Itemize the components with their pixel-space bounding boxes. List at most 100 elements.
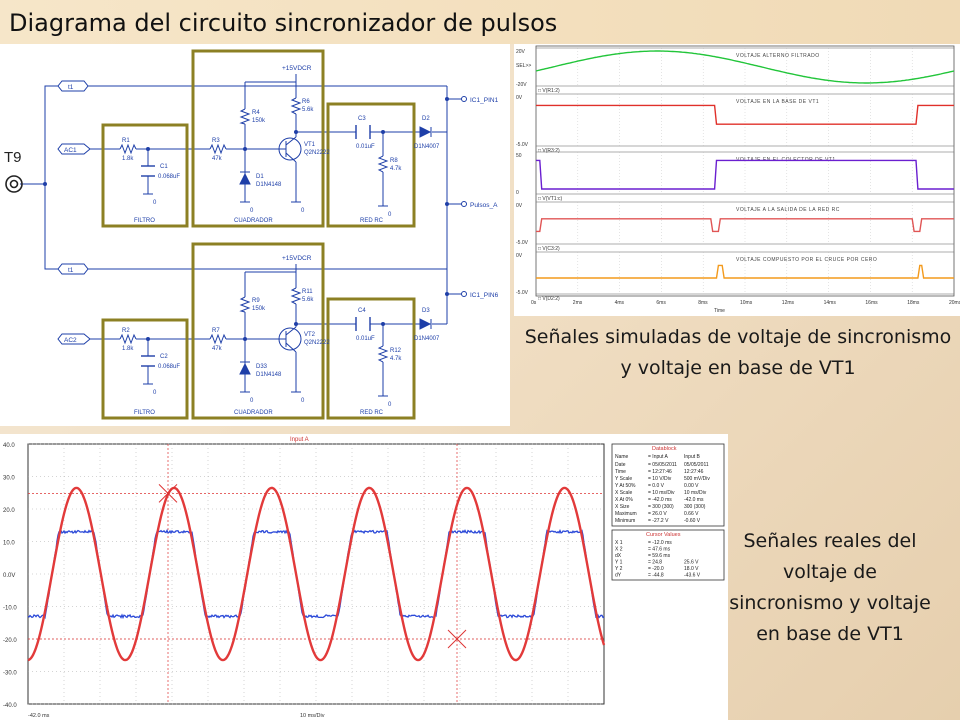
sim-trace-name-5: VOLTAJE COMPUESTO POR EL CRUCE POR CERO	[736, 257, 877, 263]
net-label-ac2: AC2	[64, 337, 77, 344]
sim-xtick: 0s	[531, 300, 537, 306]
svg-text:R7: R7	[212, 328, 220, 334]
scope-ytick: -10.0	[3, 606, 17, 612]
page-title: Diagrama del circuito sincronizador de p…	[9, 9, 557, 37]
datablock-cell: 12:27:46	[684, 469, 704, 475]
simulation-svg: 20V-20VSEL>>□ V(R1:2)VOLTAJE ALTERNO FIL…	[514, 44, 960, 316]
scope-ytick: 30.0	[3, 476, 15, 482]
svg-text:C3: C3	[358, 116, 366, 122]
svg-text:0: 0	[250, 398, 254, 404]
svg-text:0.01uF: 0.01uF	[356, 336, 375, 342]
output-ic1-pin6: IC1_PIN6	[470, 292, 499, 299]
svg-text:0: 0	[153, 390, 157, 396]
sim-probe-5: □ V(D2:2)	[538, 296, 560, 302]
net-label-t1-bot: t1	[68, 267, 74, 274]
svg-text:C1: C1	[160, 164, 168, 170]
block-label-cuadrador-1: CUADRADOR	[234, 218, 273, 224]
cursor-block-cell: = -44.8	[648, 573, 664, 579]
diode-d33	[240, 364, 250, 374]
datablock-col: = Input A	[648, 454, 669, 460]
sim-xtick: 12ms	[782, 300, 795, 306]
cursor-block-cell: = -20.0	[648, 566, 664, 572]
svg-text:D1: D1	[256, 174, 264, 180]
datablock-cell: X Size	[615, 504, 630, 510]
datablock-cell: 05/05/2011	[684, 462, 709, 468]
resistor-r11	[292, 288, 300, 304]
caption-real: Señales reales del voltaje de sincronism…	[728, 526, 932, 650]
sim-ylabel: SEL>>	[516, 63, 531, 69]
svg-text:5.6k: 5.6k	[302, 297, 314, 303]
net-label-ac1: AC1	[64, 147, 77, 154]
svg-text:D1N4148: D1N4148	[256, 182, 282, 188]
datablock-cell: Y Scale	[615, 476, 632, 482]
supply-top-label: +15VDCR	[282, 65, 312, 72]
sim-trace-name-1: VOLTAJE ALTERNO FILTRADO	[736, 53, 820, 59]
circuit-schematic: T9 t1 AC1 t1 AC2 +15VDCR +15VDCR IC1_PIN…	[0, 44, 510, 426]
cursor-block-cell: X 2	[615, 547, 623, 553]
sim-xtick: 18ms	[907, 300, 920, 306]
schematic-svg: T9 t1 AC1 t1 AC2 +15VDCR +15VDCR IC1_PIN…	[0, 44, 510, 426]
scope-ytick: -40.0	[3, 703, 17, 709]
datablock-cell: Maximum	[615, 511, 637, 517]
sim-trace-name-2: VOLTAJE EN LA BASE DE VT1	[736, 99, 819, 105]
svg-text:R9: R9	[252, 298, 260, 304]
svg-text:C2: C2	[160, 354, 168, 360]
svg-text:0: 0	[301, 208, 305, 214]
net-label-texts: t1 AC1 t1 AC2 +15VDCR +15VDCR IC1_PIN1 P…	[64, 65, 499, 344]
sim-trace-name-4: VOLTAJE A LA SALIDA DE LA RED RC	[736, 207, 840, 213]
datablock-cell: = 10 V/Div	[648, 476, 672, 482]
cursor-block-cell: = 47.6 ms	[648, 547, 671, 553]
cursor-block-cell: 18.0 V	[684, 566, 699, 572]
cursor-block-cell: = 59.6 ms	[648, 553, 671, 559]
diode-d1	[240, 174, 250, 184]
svg-text:R11: R11	[302, 289, 313, 295]
datablock-cell: 0.00 V	[684, 483, 699, 489]
scope-ytick: 10.0	[3, 541, 15, 547]
svg-text:D1N4007: D1N4007	[414, 336, 440, 342]
datablock-cell: 300 (300)	[684, 504, 706, 510]
svg-text:0: 0	[388, 402, 392, 408]
resistor-r6	[292, 98, 300, 114]
sim-xtick: 6ms	[656, 300, 666, 306]
cursor-block-title: Cursor Values	[646, 532, 681, 538]
block-borders	[103, 51, 414, 418]
svg-text:47k: 47k	[212, 346, 223, 352]
svg-text:R2: R2	[122, 328, 130, 334]
sim-xtick: 20ms	[949, 300, 960, 306]
datablock-cell: -0.60 V	[684, 518, 701, 524]
sim-xtick: 8ms	[698, 300, 708, 306]
diode-d2	[420, 127, 430, 137]
output-ic1-pin1: IC1_PIN1	[470, 97, 499, 104]
scope-x-div: 10 ms/Div	[300, 713, 325, 719]
resistor-r3	[210, 145, 226, 153]
svg-text:VT2: VT2	[304, 332, 316, 338]
resistor-r9	[241, 297, 249, 312]
datablock-cell: Time	[615, 469, 626, 475]
output-pulsos: Pulsos_A	[470, 202, 498, 209]
svg-text:R4: R4	[252, 110, 260, 116]
resistor-r2	[120, 335, 136, 343]
datablock-cell: 0.66 V	[684, 511, 699, 517]
block-label-cuadrador-2: CUADRADOR	[234, 410, 273, 416]
svg-text:R3: R3	[212, 138, 220, 144]
scope-header-label: Input A	[290, 437, 309, 443]
title-bar: Diagrama del circuito sincronizador de p…	[0, 0, 960, 44]
datablock-cell: = 26.0 V	[648, 511, 667, 517]
net-label-t1-top: t1	[68, 84, 74, 91]
block-redrc-1	[328, 104, 414, 226]
resistor-r8	[379, 156, 387, 172]
datablock-cell: = 05/05/2011	[648, 462, 677, 468]
resistor-r12	[379, 346, 387, 362]
cursor-block-cell: X 1	[615, 540, 623, 546]
svg-text:0.068uF: 0.068uF	[158, 174, 180, 180]
svg-text:0: 0	[301, 398, 305, 404]
svg-text:5.6k: 5.6k	[302, 107, 314, 113]
output-terminals	[462, 97, 467, 297]
svg-text:D33: D33	[256, 364, 268, 370]
sim-xtick: 4ms	[615, 300, 625, 306]
svg-text:C4: C4	[358, 308, 366, 314]
datablock-cell: Y At 50%	[615, 483, 636, 489]
sim-xtick: 16ms	[865, 300, 878, 306]
oscilloscope-svg: 40.030.020.010.00.0V-10.0-20.0-30.0-40.0…	[0, 434, 728, 720]
svg-text:R12: R12	[390, 348, 402, 354]
